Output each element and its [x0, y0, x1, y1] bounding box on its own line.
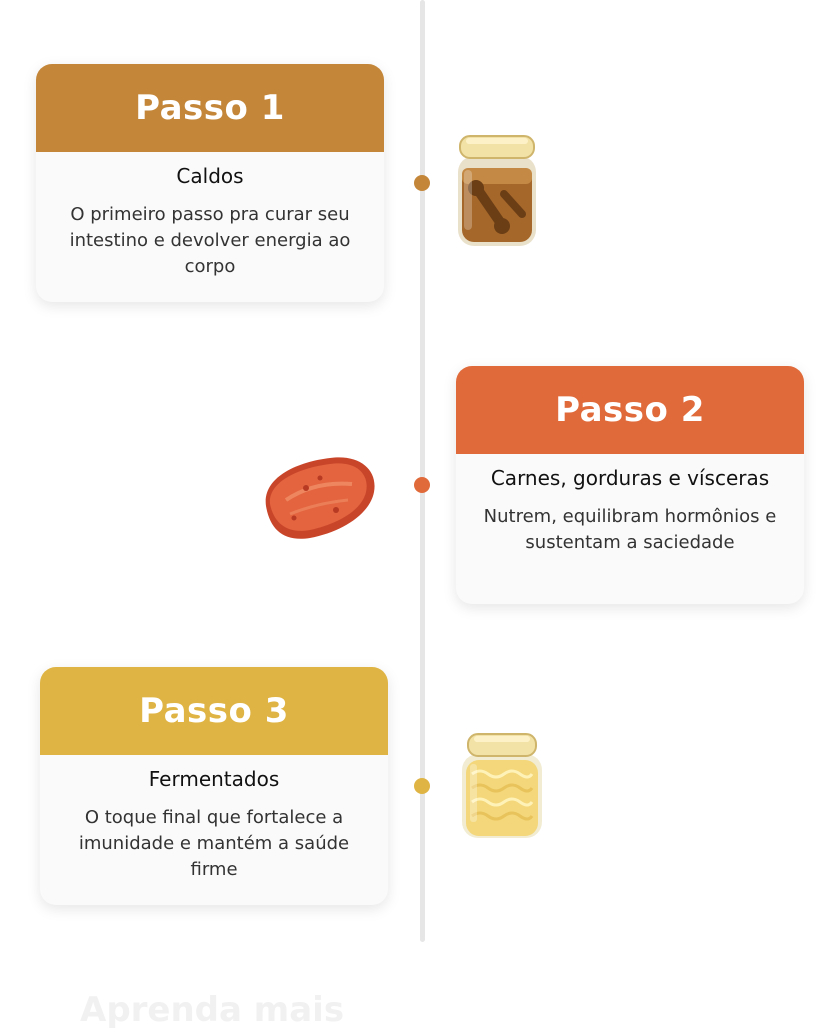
- step-1-card: Passo 1 Caldos O primeiro passo pra cura…: [36, 64, 384, 302]
- step-2-title: Carnes, gorduras e vísceras: [490, 466, 770, 490]
- step-3-title: Fermentados: [148, 767, 280, 791]
- step-3-text: O toque final que fortalece a imunidade …: [78, 807, 350, 880]
- step-1-title: Caldos: [176, 164, 244, 188]
- step-2-text: Nutrem, equilibram hormônios e sustentam…: [483, 506, 777, 553]
- bone-broth-jar-icon: [458, 135, 536, 246]
- step-1-header: Passo 1: [36, 64, 384, 152]
- footer-text: Aprenda mais: [80, 990, 345, 1030]
- timeline-line: [420, 0, 425, 942]
- step-2-card: Passo 2 Carnes, gorduras e vísceras Nutr…: [456, 366, 804, 604]
- step-2-header: Passo 2: [456, 366, 804, 454]
- step-3-label: Passo 3: [139, 691, 289, 731]
- steak-icon: [265, 457, 375, 539]
- sauerkraut-jar-icon: [462, 733, 542, 838]
- step-1-dot: [414, 175, 430, 191]
- step-2-label: Passo 2: [555, 390, 705, 430]
- step-3-header: Passo 3: [40, 667, 388, 755]
- step-1-label: Passo 1: [135, 88, 285, 128]
- step-3-dot: [414, 778, 430, 794]
- step-1-text: O primeiro passo pra curar seu intestino…: [69, 204, 351, 277]
- step-2-dot: [414, 477, 430, 493]
- step-3-card: Passo 3 Fermentados O toque final que fo…: [40, 667, 388, 905]
